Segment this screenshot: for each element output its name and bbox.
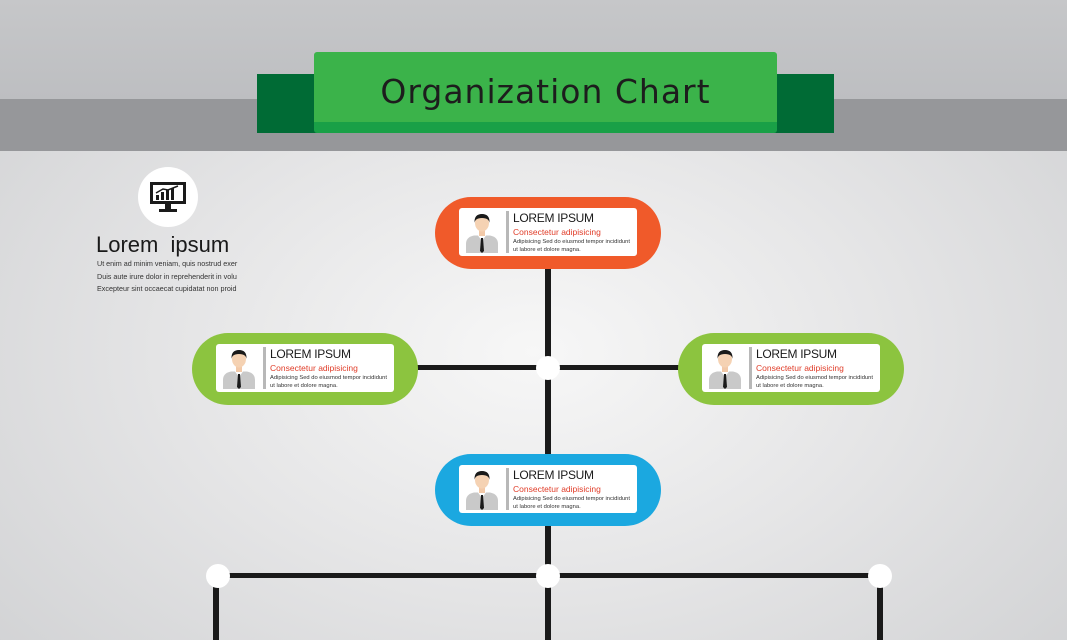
person-role: Consectetur adipisicing (513, 484, 601, 494)
person-description: Adipisicing Sed do eiusmod tempor incidi… (756, 375, 873, 389)
org-node-left[interactable]: LOREM IPSUM Consectetur adipisicing Adip… (192, 333, 418, 405)
person-avatar-icon (223, 350, 255, 389)
card-divider (749, 347, 752, 389)
card-divider (263, 347, 266, 389)
person-name: LOREM IPSUM (513, 211, 594, 225)
vertical-trunk-connector (545, 260, 551, 640)
person-description: Adipisicing Sed do eiusmod tempor incidi… (513, 239, 630, 253)
monitor-chart-icon (138, 167, 198, 227)
junction-dot-bottom-center (536, 564, 560, 588)
person-name: LOREM IPSUM (513, 468, 594, 482)
side-info-title: Lorem ipsum (96, 232, 230, 257)
person-description: Adipisicing Sed do eiusmod tempor incidi… (513, 496, 630, 510)
person-description: Adipisicing Sed do eiusmod tempor incidi… (270, 375, 387, 389)
card-divider (506, 211, 509, 253)
person-avatar-icon (466, 471, 498, 510)
org-node-bottom[interactable]: LOREM IPSUM Consectetur adipisicing Adip… (435, 454, 661, 526)
junction-dot-bottom-left (206, 564, 230, 588)
side-info-text: Ut enim ad minim veniam, quis nostrud ex… (97, 258, 257, 296)
person-card: LOREM IPSUM Consectetur adipisicing Adip… (459, 208, 637, 256)
person-name: LOREM IPSUM (756, 347, 837, 361)
person-card: LOREM IPSUM Consectetur adipisicing Adip… (216, 344, 394, 392)
person-card: LOREM IPSUM Consectetur adipisicing Adip… (459, 465, 637, 513)
person-role: Consectetur adipisicing (513, 227, 601, 237)
side-info-line: Excepteur sint occaecat cupidatat non pr… (97, 284, 237, 293)
person-avatar-icon (709, 350, 741, 389)
card-divider (506, 468, 509, 510)
page-title: Organization Chart (380, 71, 711, 111)
org-node-top[interactable]: LOREM IPSUM Consectetur adipisicing Adip… (435, 197, 661, 269)
junction-dot-mid (536, 356, 560, 380)
person-role: Consectetur adipisicing (756, 363, 844, 373)
junction-dot-bottom-right (868, 564, 892, 588)
side-info-line: Duis aute irure dolor in reprehenderit i… (97, 271, 237, 281)
person-avatar-icon (466, 214, 498, 253)
person-card: LOREM IPSUM Consectetur adipisicing Adip… (702, 344, 880, 392)
person-role: Consectetur adipisicing (270, 363, 358, 373)
bottom-left-drop-connector (213, 578, 219, 640)
side-info-line: Ut enim ad minim veniam, quis nostrud ex… (97, 259, 238, 268)
bottom-right-drop-connector (877, 578, 883, 640)
title-ribbon: Organization Chart (314, 52, 777, 133)
org-node-right[interactable]: LOREM IPSUM Consectetur adipisicing Adip… (678, 333, 904, 405)
person-name: LOREM IPSUM (270, 347, 351, 361)
